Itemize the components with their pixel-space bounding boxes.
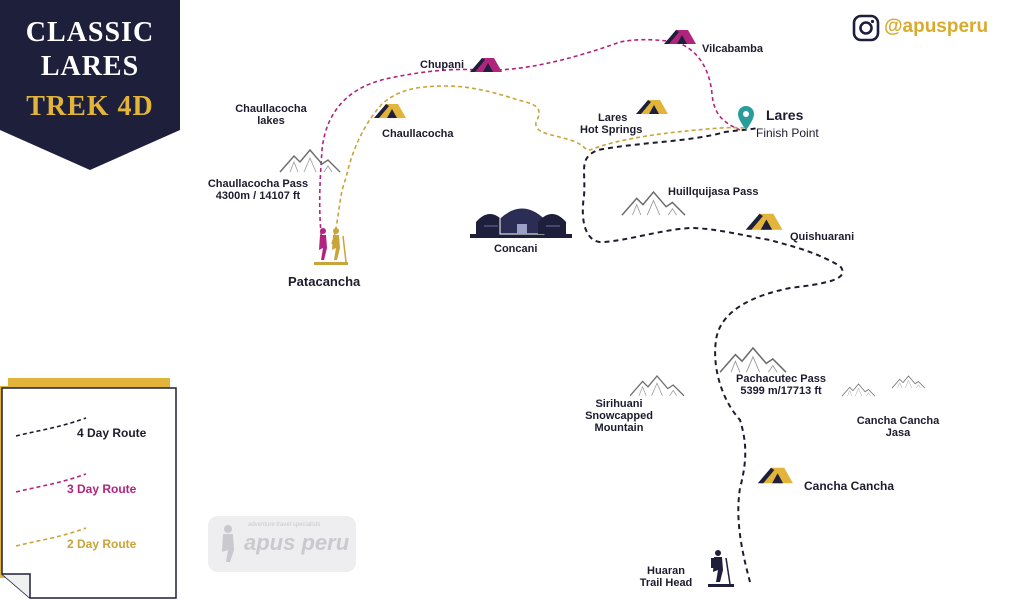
sirihuani-label-2: Snowcapped	[585, 410, 653, 422]
pachacutec-pass-label-1: Pachacutec Pass	[736, 373, 826, 385]
huaran-label-2: Trail Head	[639, 577, 693, 589]
legend-swatch-2-day	[15, 527, 87, 547]
legend-label-4-day: 4 Day Route	[77, 426, 147, 440]
chupani-camp-icon	[470, 58, 502, 72]
chaullacocha-pass-label-2: 4300m / 14107 ft	[215, 190, 301, 202]
quishuarani-label: Quishuarani	[790, 231, 855, 243]
pachacutec-pass-mountain-icon	[719, 347, 787, 373]
route-3-day	[318, 38, 741, 243]
pachacutec-pass-label-2: 5399 m/17713 ft	[740, 385, 822, 397]
lares-hot-springs-camp-icon	[636, 100, 668, 114]
sirihuani-mountain-icon	[629, 375, 685, 397]
huaran-label-1: Huaran	[647, 565, 685, 577]
lares-hot-springs-label-2: Hot Springs	[580, 124, 643, 136]
lares-label: Lares	[766, 107, 804, 123]
title-banner: CLASSIC LARES TREK 4D	[0, 0, 180, 170]
instagram-icon[interactable]	[852, 14, 880, 42]
route-2-day	[331, 85, 745, 245]
legend-label-2-day: 2 Day Route	[67, 537, 137, 551]
legend-swatch-3-day	[15, 473, 87, 493]
patacancha-label: Patacancha	[288, 274, 361, 289]
legend-label-3-day: 3 Day Route	[67, 482, 137, 496]
huaran-hiker-icon	[708, 550, 734, 587]
cancha-cancha-jasa-mountain-icon	[841, 383, 876, 397]
concani-village-icon	[470, 207, 572, 238]
apus-peru-watermark-logo: adventure travel specialists apus peru	[208, 516, 356, 572]
watermark-brand: apus peru	[244, 530, 350, 555]
title-line-3: TREK 4D	[26, 91, 154, 122]
huillquijasa-pass-label: Huillquijasa Pass	[668, 186, 759, 198]
vilcabamba-label: Vilcabamba	[702, 43, 763, 55]
sirihuani-label-1: Sirihuani	[595, 398, 643, 410]
title-line-1: CLASSIC	[25, 17, 155, 48]
route-legend: 4 Day Route 3 Day Route 2 Day Route	[0, 378, 182, 600]
route-4-day	[581, 127, 844, 583]
watermark-tagline: adventure travel specialists	[248, 522, 321, 528]
cancha-cancha-jasa-label-2: Jasa	[885, 427, 911, 439]
lares-hot-springs-label-1: Lares	[598, 112, 628, 124]
cancha-cancha-jasa-label-1: Cancha Cancha	[856, 415, 940, 427]
chaullacocha-pass-mountain-icon	[279, 149, 341, 173]
watermark-hiker-icon	[222, 525, 234, 562]
cancha-cancha-jasa-mountain-2-icon	[891, 375, 926, 389]
chaullacocha-lakes-label-1: Chaullacocha	[235, 103, 307, 115]
sirihuani-label-3: Mountain	[594, 422, 644, 434]
lares-location-pin-icon	[738, 106, 754, 130]
chaullacocha-pass-label-1: Chaullacocha Pass	[207, 178, 309, 190]
concani-label: Concani	[494, 243, 538, 255]
patacancha-hikers-icon	[314, 228, 348, 265]
legend-swatch-4-day	[15, 417, 87, 437]
instagram-handle-link[interactable]: @apusperu	[884, 16, 989, 37]
vilcabamba-camp-icon	[664, 30, 696, 44]
chaullacocha-lakes-label-2: lakes	[257, 115, 285, 127]
quishuarani-camp-icon	[745, 213, 783, 230]
cancha-cancha-camp-icon	[757, 467, 793, 484]
title-line-2: LARES	[40, 51, 140, 82]
lares-finish-label: Finish Point	[756, 126, 819, 140]
chaullacocha-camp-icon	[374, 104, 406, 118]
cancha-cancha-label: Cancha Cancha	[804, 479, 895, 493]
chupani-label: Chupani	[420, 59, 464, 71]
chaullacocha-camp-label: Chaullacocha	[382, 128, 454, 140]
